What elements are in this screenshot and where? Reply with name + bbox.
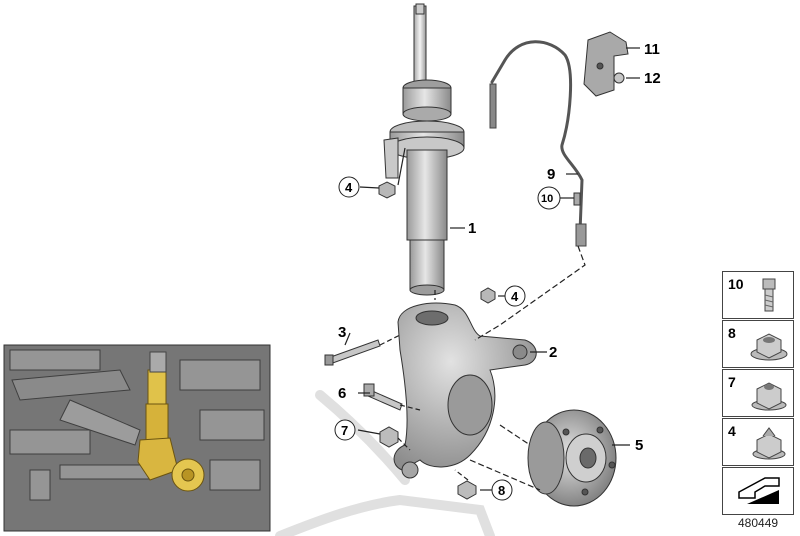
callout-4-upper: 4 <box>345 180 353 195</box>
callout-circle-4b <box>504 285 526 307</box>
legend-item-flange-nut: 8 <box>722 320 794 368</box>
nut-8 <box>457 480 477 500</box>
callout-12: 12 <box>644 70 661 87</box>
legend-item-nut: 4 <box>722 418 794 466</box>
callout-6: 6 <box>338 385 346 402</box>
legend-item-socket-screw: 10 <box>722 271 794 319</box>
callout-8: 8 <box>498 483 505 498</box>
callout-3: 3 <box>338 324 346 341</box>
diagram-number: 480449 <box>738 516 779 530</box>
callout-1: 1 <box>468 220 476 237</box>
leader-lines <box>344 47 640 491</box>
callout-9: 9 <box>547 166 555 183</box>
legend-item-arrow <box>722 467 794 515</box>
hex-nut-icon <box>752 427 786 460</box>
wheel-speed-sensor <box>489 40 587 247</box>
hardware <box>324 72 625 500</box>
bolt-3 <box>327 339 381 365</box>
socket-cap-screw-icon <box>762 278 776 312</box>
callout-5: 5 <box>635 437 643 454</box>
steering-knuckle <box>393 302 537 479</box>
callout-circle-4a <box>338 176 360 198</box>
legend-item-lock-nut: 7 <box>722 369 794 417</box>
bracket <box>583 31 629 97</box>
nut-12 <box>613 72 625 84</box>
nut-4-lower <box>480 287 496 304</box>
vehicle-location-inset <box>3 344 271 532</box>
flange-nut-icon <box>750 333 788 361</box>
callout-circle-10 <box>537 186 561 210</box>
callout-10: 10 <box>541 193 553 205</box>
callout-circle-7 <box>334 419 356 441</box>
wheel-hub <box>527 409 617 507</box>
callout-2: 2 <box>549 344 557 361</box>
strut-assembly <box>383 3 465 296</box>
self-locking-nut-icon <box>751 382 787 411</box>
arrow-icon <box>738 477 780 504</box>
legend-number: 7 <box>728 374 736 390</box>
callout-4-lower: 4 <box>511 289 519 304</box>
nut-7 <box>379 426 399 448</box>
bolt-10 <box>573 192 581 206</box>
legend-number: 8 <box>728 325 736 341</box>
legend-number: 4 <box>728 423 736 439</box>
nut-4-upper <box>378 181 396 199</box>
control-arm-ghost <box>275 390 495 536</box>
callout-7: 7 <box>341 423 348 438</box>
callout-11: 11 <box>644 41 660 58</box>
callout-circle-8 <box>491 479 513 501</box>
legend-number: 10 <box>728 276 744 292</box>
